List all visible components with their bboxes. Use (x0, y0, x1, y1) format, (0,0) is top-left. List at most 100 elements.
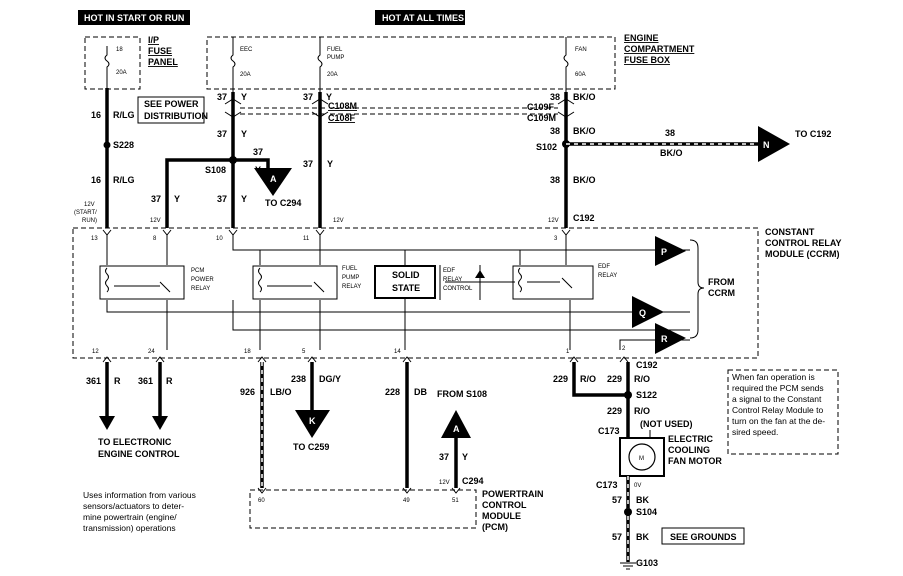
marker-p: P (661, 247, 667, 257)
w228-num: 228 (385, 387, 400, 397)
pcm-title-3: MODULE (482, 511, 521, 521)
v12-pin3: 12V (548, 218, 559, 224)
fp-fuse-name-1: FUEL (327, 47, 343, 53)
c173b-label: C173 (596, 480, 618, 490)
ip-fuse-title-3: PANEL (148, 57, 178, 67)
eec-fuse-icon (230, 37, 236, 92)
ip-fuse-title-1: I/P (148, 35, 159, 45)
v12-start-3: RUN) (82, 218, 97, 224)
w37b-color: Y (241, 129, 247, 139)
pcm-relay-box (99, 265, 185, 300)
not-used-label: (NOT USED) (640, 419, 693, 429)
w229b-color: R/O (634, 374, 650, 384)
w361b-color: R (166, 376, 173, 386)
fp-relay-label-2: PUMP (342, 275, 359, 281)
pcm-pin-49: 49 (403, 498, 410, 504)
note-right-1: required the PCM sends (732, 383, 824, 393)
note-right-2: a signal to the Constant (732, 394, 822, 404)
ip-fuse-icon (104, 46, 110, 88)
ccrm-title-2: CONTROL RELAY (765, 238, 842, 248)
ref-to-c192: TO C192 (795, 129, 831, 139)
fp-relay-label-1: FUEL (342, 266, 358, 272)
marker-k: K (309, 416, 316, 426)
w229b-num: 229 (607, 374, 622, 384)
ccrm-pin-18: 18 (244, 349, 251, 355)
arrow-361a (99, 416, 115, 430)
w926-color: LB/O (270, 387, 292, 397)
w38b-color: BK/O (573, 126, 596, 136)
w38h-num: 38 (665, 128, 675, 138)
w57a-color: BK (636, 495, 649, 505)
from-ccrm-2: CCRM (708, 288, 735, 298)
fp-relay-box (252, 265, 338, 300)
c173a-label: C173 (598, 426, 620, 436)
power-dist-line1: SEE POWER (144, 99, 199, 109)
w361a-num: 361 (86, 376, 101, 386)
fan-motor-line2: COOLING (668, 445, 710, 455)
solid-state-2: STATE (392, 283, 420, 293)
pcm-relay-label-1: PCM (191, 268, 204, 274)
ccrm-title-3: MODULE (CCRM) (765, 249, 840, 259)
from-ccrm-brace (689, 239, 705, 339)
ccrm-bottom-pin-marks (102, 356, 629, 363)
edf-relay-label-1: EDF (598, 264, 610, 270)
fan-fuse-amp: 60A (575, 72, 586, 78)
c109f-label: C109F (527, 102, 555, 112)
solid-state-1: SOLID (392, 270, 420, 280)
w228-color: DB (414, 387, 427, 397)
c192a-label: C192 (573, 213, 595, 223)
fp-relay-label-3: RELAY (342, 284, 361, 290)
v12-start-1: 12V (84, 202, 95, 208)
marker-a2: A (453, 424, 460, 434)
note-right-5: sired speed. (732, 427, 778, 437)
w361a-color: R (114, 376, 121, 386)
pcm-relay-label-3: RELAY (191, 286, 210, 292)
note-right-3: Control Relay Module to (732, 405, 823, 415)
w37-pcm-num: 37 (439, 452, 449, 462)
note-right-0: When fan operation is (732, 372, 815, 382)
w37a-color: Y (241, 92, 247, 102)
pcm-title-1: POWERTRAIN (482, 489, 544, 499)
pcm-pin-marks (257, 487, 461, 494)
see-grounds: SEE GROUNDS (670, 532, 737, 542)
c108m-label: C108M (328, 101, 357, 111)
marker-q: Q (639, 308, 646, 318)
ip-fuse-title-2: FUSE (148, 46, 172, 56)
marker-p-triangle (655, 236, 686, 266)
arrow-361b (152, 416, 168, 430)
ref-to-c294: TO C294 (265, 198, 301, 208)
note-left-1: sensors/actuators to deter- (83, 501, 184, 511)
w37g-num: 37 (303, 92, 313, 102)
w38b-num: 38 (550, 126, 560, 136)
pcm-relay-label-2: POWER (191, 277, 214, 283)
c192b-label: C192 (636, 360, 658, 370)
to-eec-2: ENGINE CONTROL (98, 449, 180, 459)
w16b-num: 16 (91, 175, 101, 185)
pcm-v12: 12V (439, 480, 450, 486)
marker-r: R (661, 334, 668, 344)
g103-label: G103 (636, 558, 658, 568)
fan-motor-icon (628, 443, 656, 471)
header-start-run: HOT IN START OR RUN (84, 13, 184, 23)
v12-pin8: 12V (150, 218, 161, 224)
c108f-label: C108F (328, 113, 356, 123)
wire-229-ro-left (572, 362, 628, 397)
s104-splice (624, 508, 632, 516)
marker-a-triangle (254, 168, 292, 196)
power-dist-line2: DISTRIBUTION (144, 111, 208, 121)
ccrm-pin-12: 12 (92, 349, 99, 355)
w57b-num: 57 (612, 532, 622, 542)
fp-relay-coil (258, 267, 325, 293)
ccrm-title-1: CONSTANT (765, 227, 815, 237)
header-all-times: HOT AT ALL TIMES (382, 13, 464, 23)
fan-motor-line3: FAN MOTOR (668, 456, 722, 466)
eec-fuse-name: EEC (240, 47, 253, 53)
ground-icon (620, 562, 636, 570)
solid-state-box (374, 265, 436, 299)
w38a-num: 38 (550, 92, 560, 102)
ccrm-top-pin-marks (102, 229, 571, 236)
ccrm-box (72, 227, 759, 359)
header-start-run-box (78, 10, 190, 25)
fp-fuse-name-2: PUMP (327, 55, 344, 61)
eec-fuse-amp: 20A (240, 72, 251, 78)
